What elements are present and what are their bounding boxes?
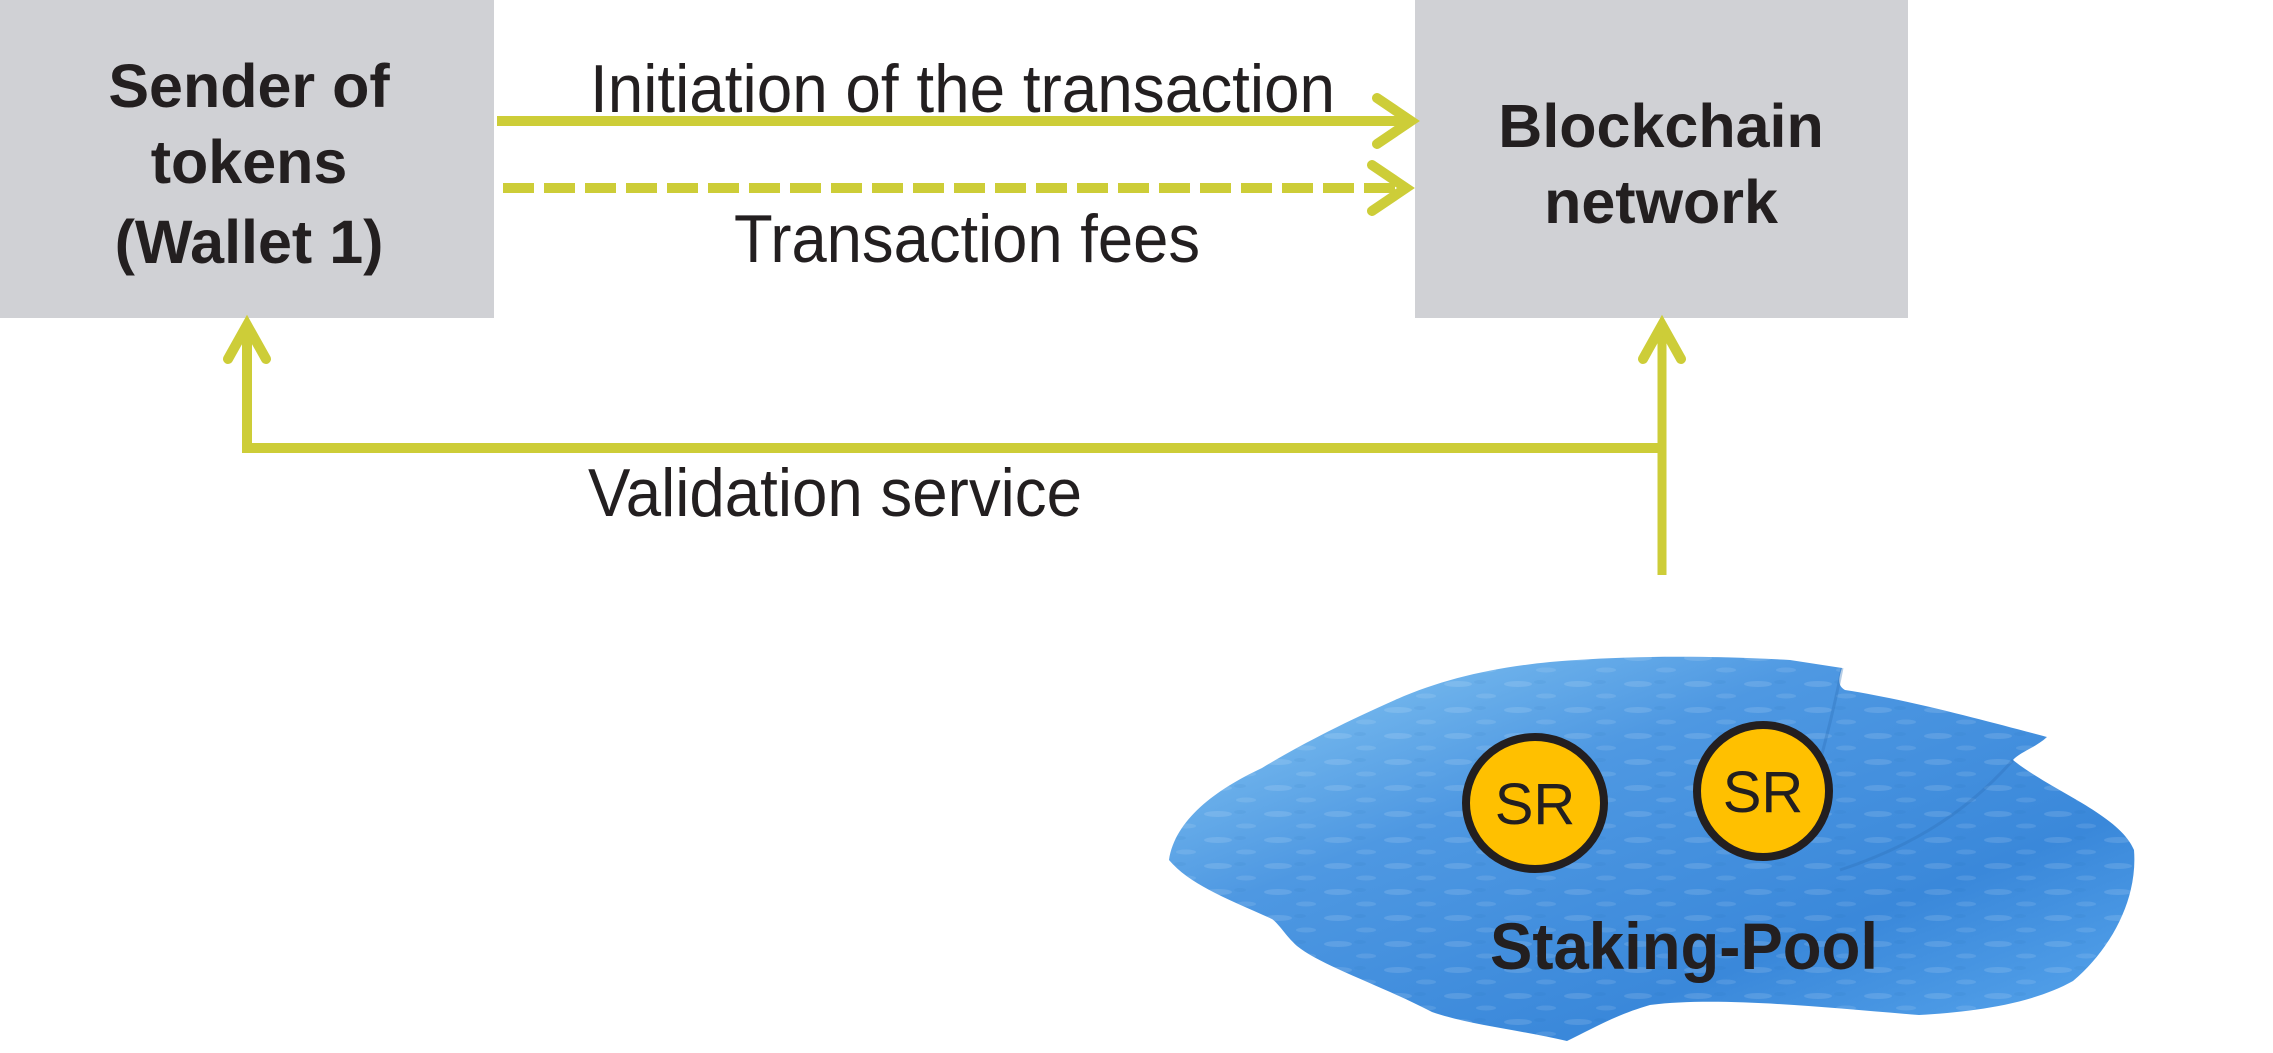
initiation-arrowhead-icon	[1372, 93, 1420, 149]
staking-pool-label: Staking-Pool	[1490, 909, 1878, 983]
fees-arrow: Transaction fees	[503, 160, 1415, 277]
sender-box	[0, 0, 494, 318]
initiation-arrow: Initiation of the transaction	[497, 51, 1420, 149]
blockchain-label-line-2: network	[1544, 168, 1778, 236]
blockchain-label-line-1: Blockchain	[1498, 92, 1823, 160]
sender-label-line-2: tokens	[151, 128, 348, 196]
validation-label: Validation service	[588, 455, 1082, 531]
staking-pool-node: SR SR Staking-Pool	[1169, 656, 2135, 1041]
blockchain-node: Blockchain network	[1415, 0, 1908, 318]
sr-coin: SR	[1693, 721, 1833, 861]
fees-label: Transaction fees	[734, 201, 1200, 277]
blockchain-box	[1415, 0, 1908, 318]
sender-node: Sender of tokens (Wallet 1)	[0, 0, 494, 318]
initiation-label: Initiation of the transaction	[590, 51, 1335, 127]
sr-coin-label: SR	[1723, 760, 1804, 825]
blockchain-up-arrowhead-icon	[1638, 314, 1686, 364]
fees-arrowhead-icon	[1367, 160, 1415, 216]
sr-coin-circle-icon	[1693, 721, 1833, 861]
sender-label-line-3: (Wallet 1)	[115, 208, 384, 276]
validation-connector-line	[242, 328, 1662, 453]
sr-coin-label: SR	[1495, 772, 1576, 837]
sender-up-arrowhead-icon	[223, 314, 271, 364]
sr-coin: SR	[1462, 733, 1608, 873]
sender-label-line-1: Sender of	[108, 52, 390, 120]
sr-coin-circle-icon	[1462, 733, 1608, 873]
pool-ripple-texture	[1169, 656, 2135, 1041]
validation-arrow: Validation service	[223, 314, 1686, 575]
